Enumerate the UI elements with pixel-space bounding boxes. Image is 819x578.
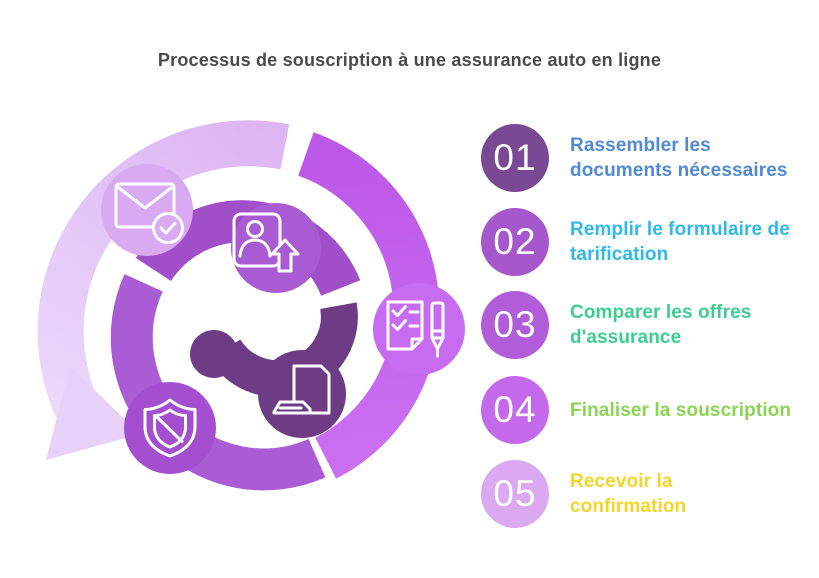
step-number-badge: 04	[481, 376, 549, 444]
step-number-badge: 02	[481, 208, 549, 276]
documents-bubble	[258, 350, 346, 438]
step-row-4: 04 Finaliser la souscription	[481, 376, 819, 444]
step-label: Comparer les offres d'assurance	[570, 302, 752, 348]
step-label: Rassembler les documents nécessaires	[570, 135, 788, 181]
page-title: Processus de souscription à une assuranc…	[157, 50, 662, 70]
step-number-badge: 03	[481, 291, 549, 359]
step-number-badge: 01	[481, 124, 549, 192]
mail-check-icon	[114, 182, 184, 244]
step-row-2: 02 Remplir le formulaire de tarification	[481, 208, 819, 276]
documents-icon	[272, 364, 331, 415]
spiral-arc-outer-light	[37, 120, 290, 442]
step-row-5: 05 Recevoir la confirmation	[481, 460, 819, 528]
checklist-pen-icon	[386, 300, 445, 358]
step-label: Recevoir la confirmation	[570, 471, 687, 517]
step-row-1: 01 Rassembler les documents nécessaires	[481, 124, 819, 192]
step-number-badge: 05	[481, 460, 549, 528]
spiral-end-blob	[190, 330, 238, 378]
step-label: Finaliser la souscription	[570, 399, 792, 421]
step-row-3: 03 Comparer les offres d'assurance	[481, 291, 819, 359]
spiral-arrowhead	[46, 366, 140, 460]
shield-icon	[143, 398, 197, 458]
person-upload-icon	[232, 212, 300, 273]
step-label: Remplir le formulaire de tarification	[570, 219, 790, 265]
